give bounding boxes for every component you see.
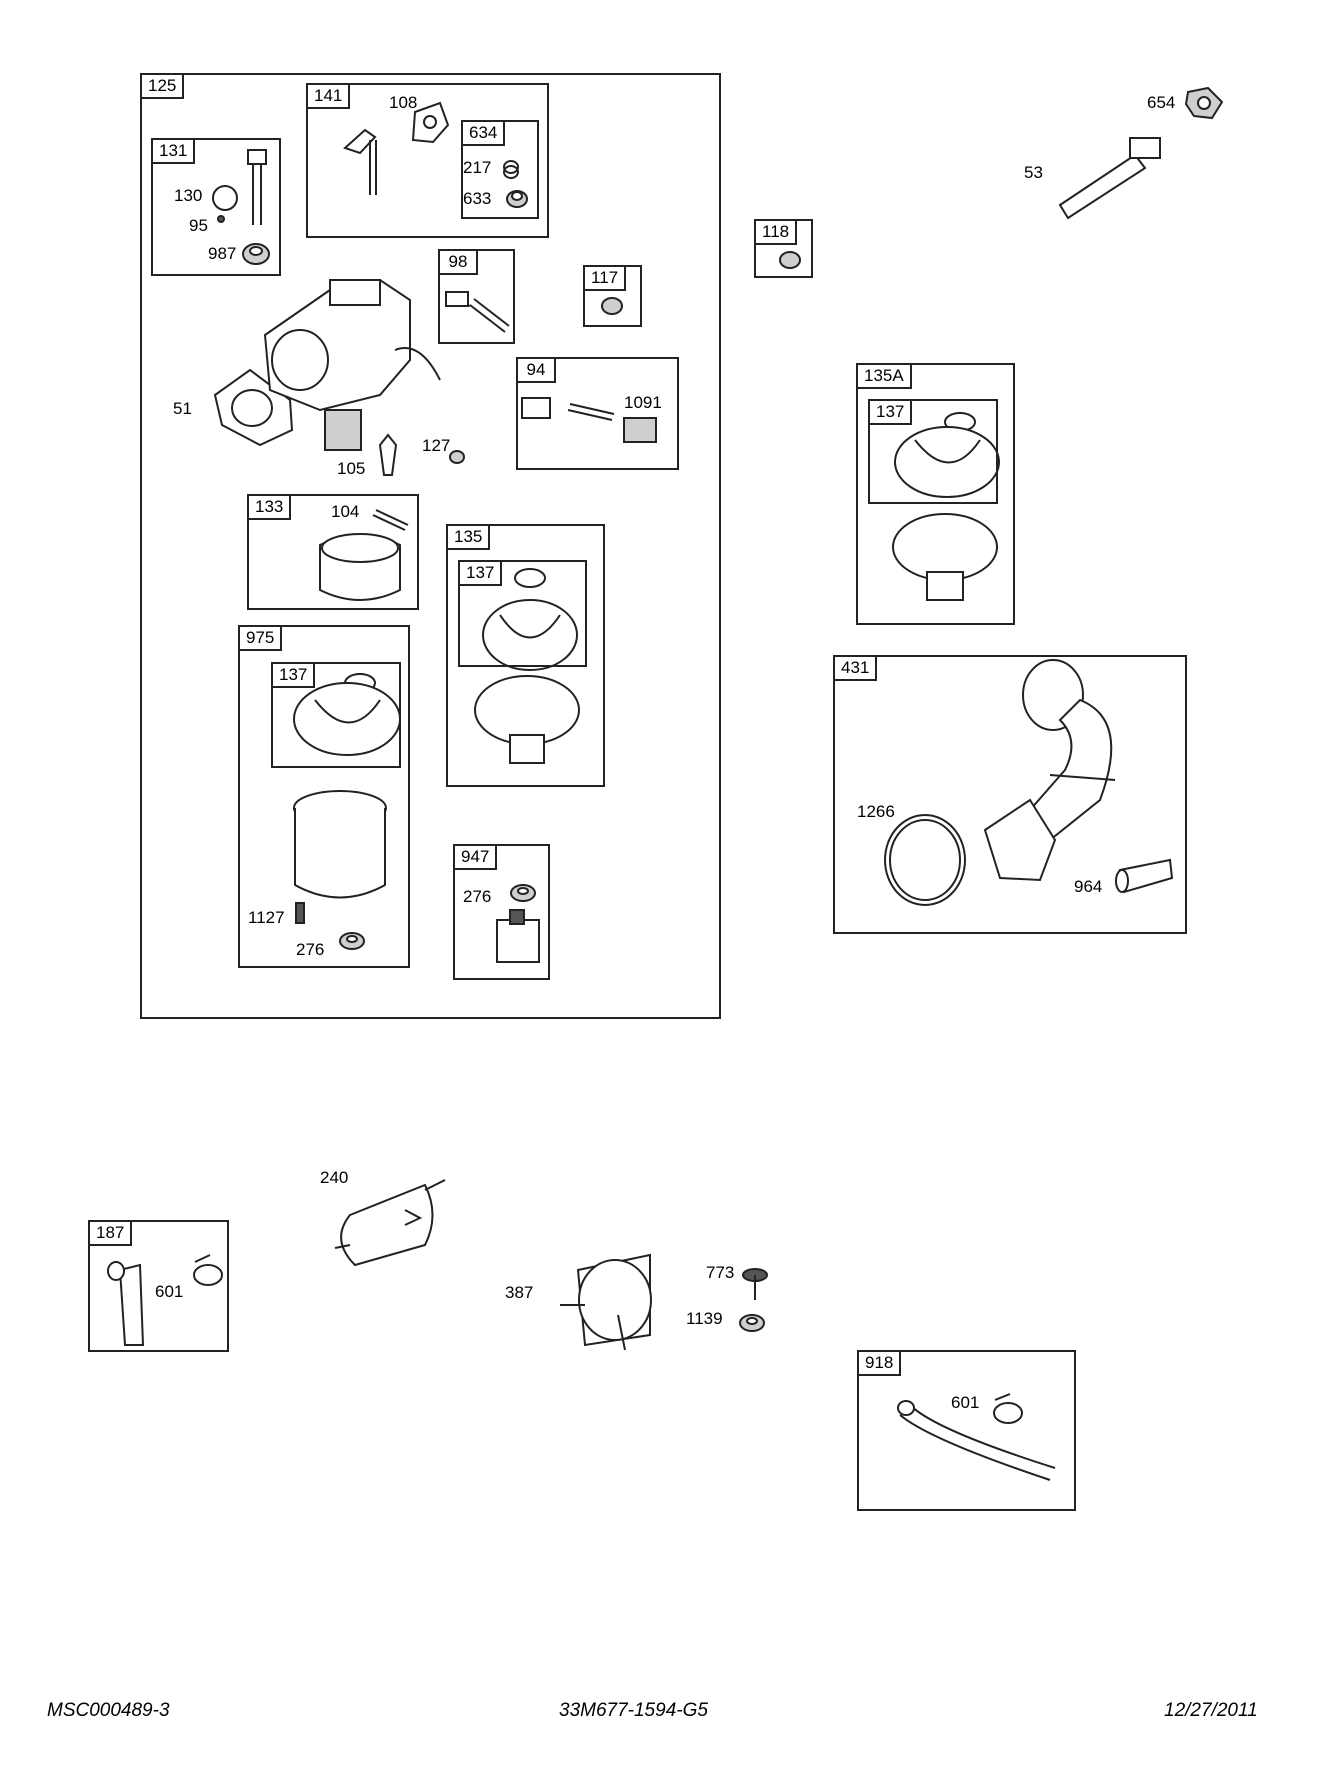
- label-601b: 601: [951, 1393, 980, 1412]
- label-773: 773: [706, 1263, 735, 1282]
- part-number-133: 133: [247, 494, 292, 520]
- part-number-137c: 137: [868, 399, 913, 425]
- label-387: 387: [505, 1283, 534, 1302]
- label-217: 217: [463, 158, 492, 177]
- label-1127: 1127: [248, 908, 285, 927]
- assembly-947-box: 947: [453, 844, 550, 980]
- label-633: 633: [463, 189, 492, 208]
- assembly-975-box: 975: [238, 625, 410, 968]
- label-654: 654: [1147, 93, 1176, 112]
- part-number-135: 135: [446, 524, 491, 550]
- part-number-634: 634: [461, 120, 506, 146]
- part-number-431: 431: [833, 655, 878, 681]
- part-number-975: 975: [238, 625, 283, 651]
- nut-654-drawing: [1184, 86, 1224, 120]
- part-number-947: 947: [453, 844, 498, 870]
- assembly-634-box: 634: [461, 120, 539, 219]
- part-number-918: 918: [857, 1350, 902, 1376]
- label-1091: 1091: [624, 393, 662, 412]
- assembly-141-box: 141: [306, 83, 549, 238]
- assembly-137a-box: 137: [458, 560, 587, 667]
- label-95: 95: [189, 216, 208, 235]
- part-number-125: 125: [140, 73, 185, 99]
- footer-document-id: MSC000489-3: [47, 1700, 170, 1721]
- assembly-94-box: 94: [516, 357, 679, 470]
- part-number-98: 98: [438, 249, 478, 275]
- part-number-94: 94: [516, 357, 556, 383]
- assembly-918-box: 918: [857, 1350, 1076, 1511]
- assembly-125-box: 125: [140, 73, 721, 1019]
- part-number-137a: 137: [458, 560, 503, 586]
- assembly-137b-box: 137: [271, 662, 401, 768]
- fuel-pump-387-drawing: [560, 1253, 652, 1351]
- assembly-118-box: 118: [754, 219, 813, 278]
- footer-date: 12/27/2011: [1164, 1700, 1258, 1721]
- label-108: 108: [389, 93, 418, 112]
- part-number-135A: 135A: [856, 363, 912, 389]
- part-number-141: 141: [306, 83, 351, 109]
- shaft-53-drawing: [1058, 137, 1161, 220]
- label-276a: 276: [296, 940, 325, 959]
- part-number-187: 187: [88, 1220, 133, 1246]
- label-127: 127: [422, 436, 451, 455]
- label-987: 987: [208, 244, 237, 263]
- assembly-135-box: 135: [446, 524, 605, 787]
- label-104: 104: [331, 502, 360, 521]
- label-964: 964: [1074, 877, 1103, 896]
- fuel-filter-240-drawing: [334, 1179, 446, 1267]
- label-276b: 276: [463, 887, 492, 906]
- assembly-133-box: 133: [247, 494, 419, 610]
- label-1139: 1139: [686, 1309, 723, 1328]
- assembly-137c-box: 137: [868, 399, 998, 504]
- label-601a: 601: [155, 1282, 184, 1301]
- assembly-431-box: 431: [833, 655, 1187, 934]
- footer-model-number: 33M677-1594-G5: [559, 1700, 708, 1721]
- label-53: 53: [1024, 163, 1043, 182]
- part-number-131: 131: [151, 138, 196, 164]
- part-number-137b: 137: [271, 662, 316, 688]
- assembly-98-box: 98: [438, 249, 515, 344]
- screw-773-drawing: [742, 1268, 768, 1300]
- part-number-118: 118: [754, 219, 798, 245]
- part-number-117: 117: [583, 265, 627, 291]
- assembly-135A-box: 135A: [856, 363, 1015, 625]
- label-105: 105: [337, 459, 366, 478]
- assembly-117-box: 117: [583, 265, 642, 327]
- label-51: 51: [173, 399, 192, 418]
- assembly-187-box: 187: [88, 1220, 229, 1352]
- washer-1139-drawing: [739, 1314, 765, 1332]
- assembly-131-box: 131: [151, 138, 281, 276]
- label-240: 240: [320, 1168, 349, 1187]
- label-1266: 1266: [857, 802, 895, 821]
- label-130: 130: [174, 186, 203, 205]
